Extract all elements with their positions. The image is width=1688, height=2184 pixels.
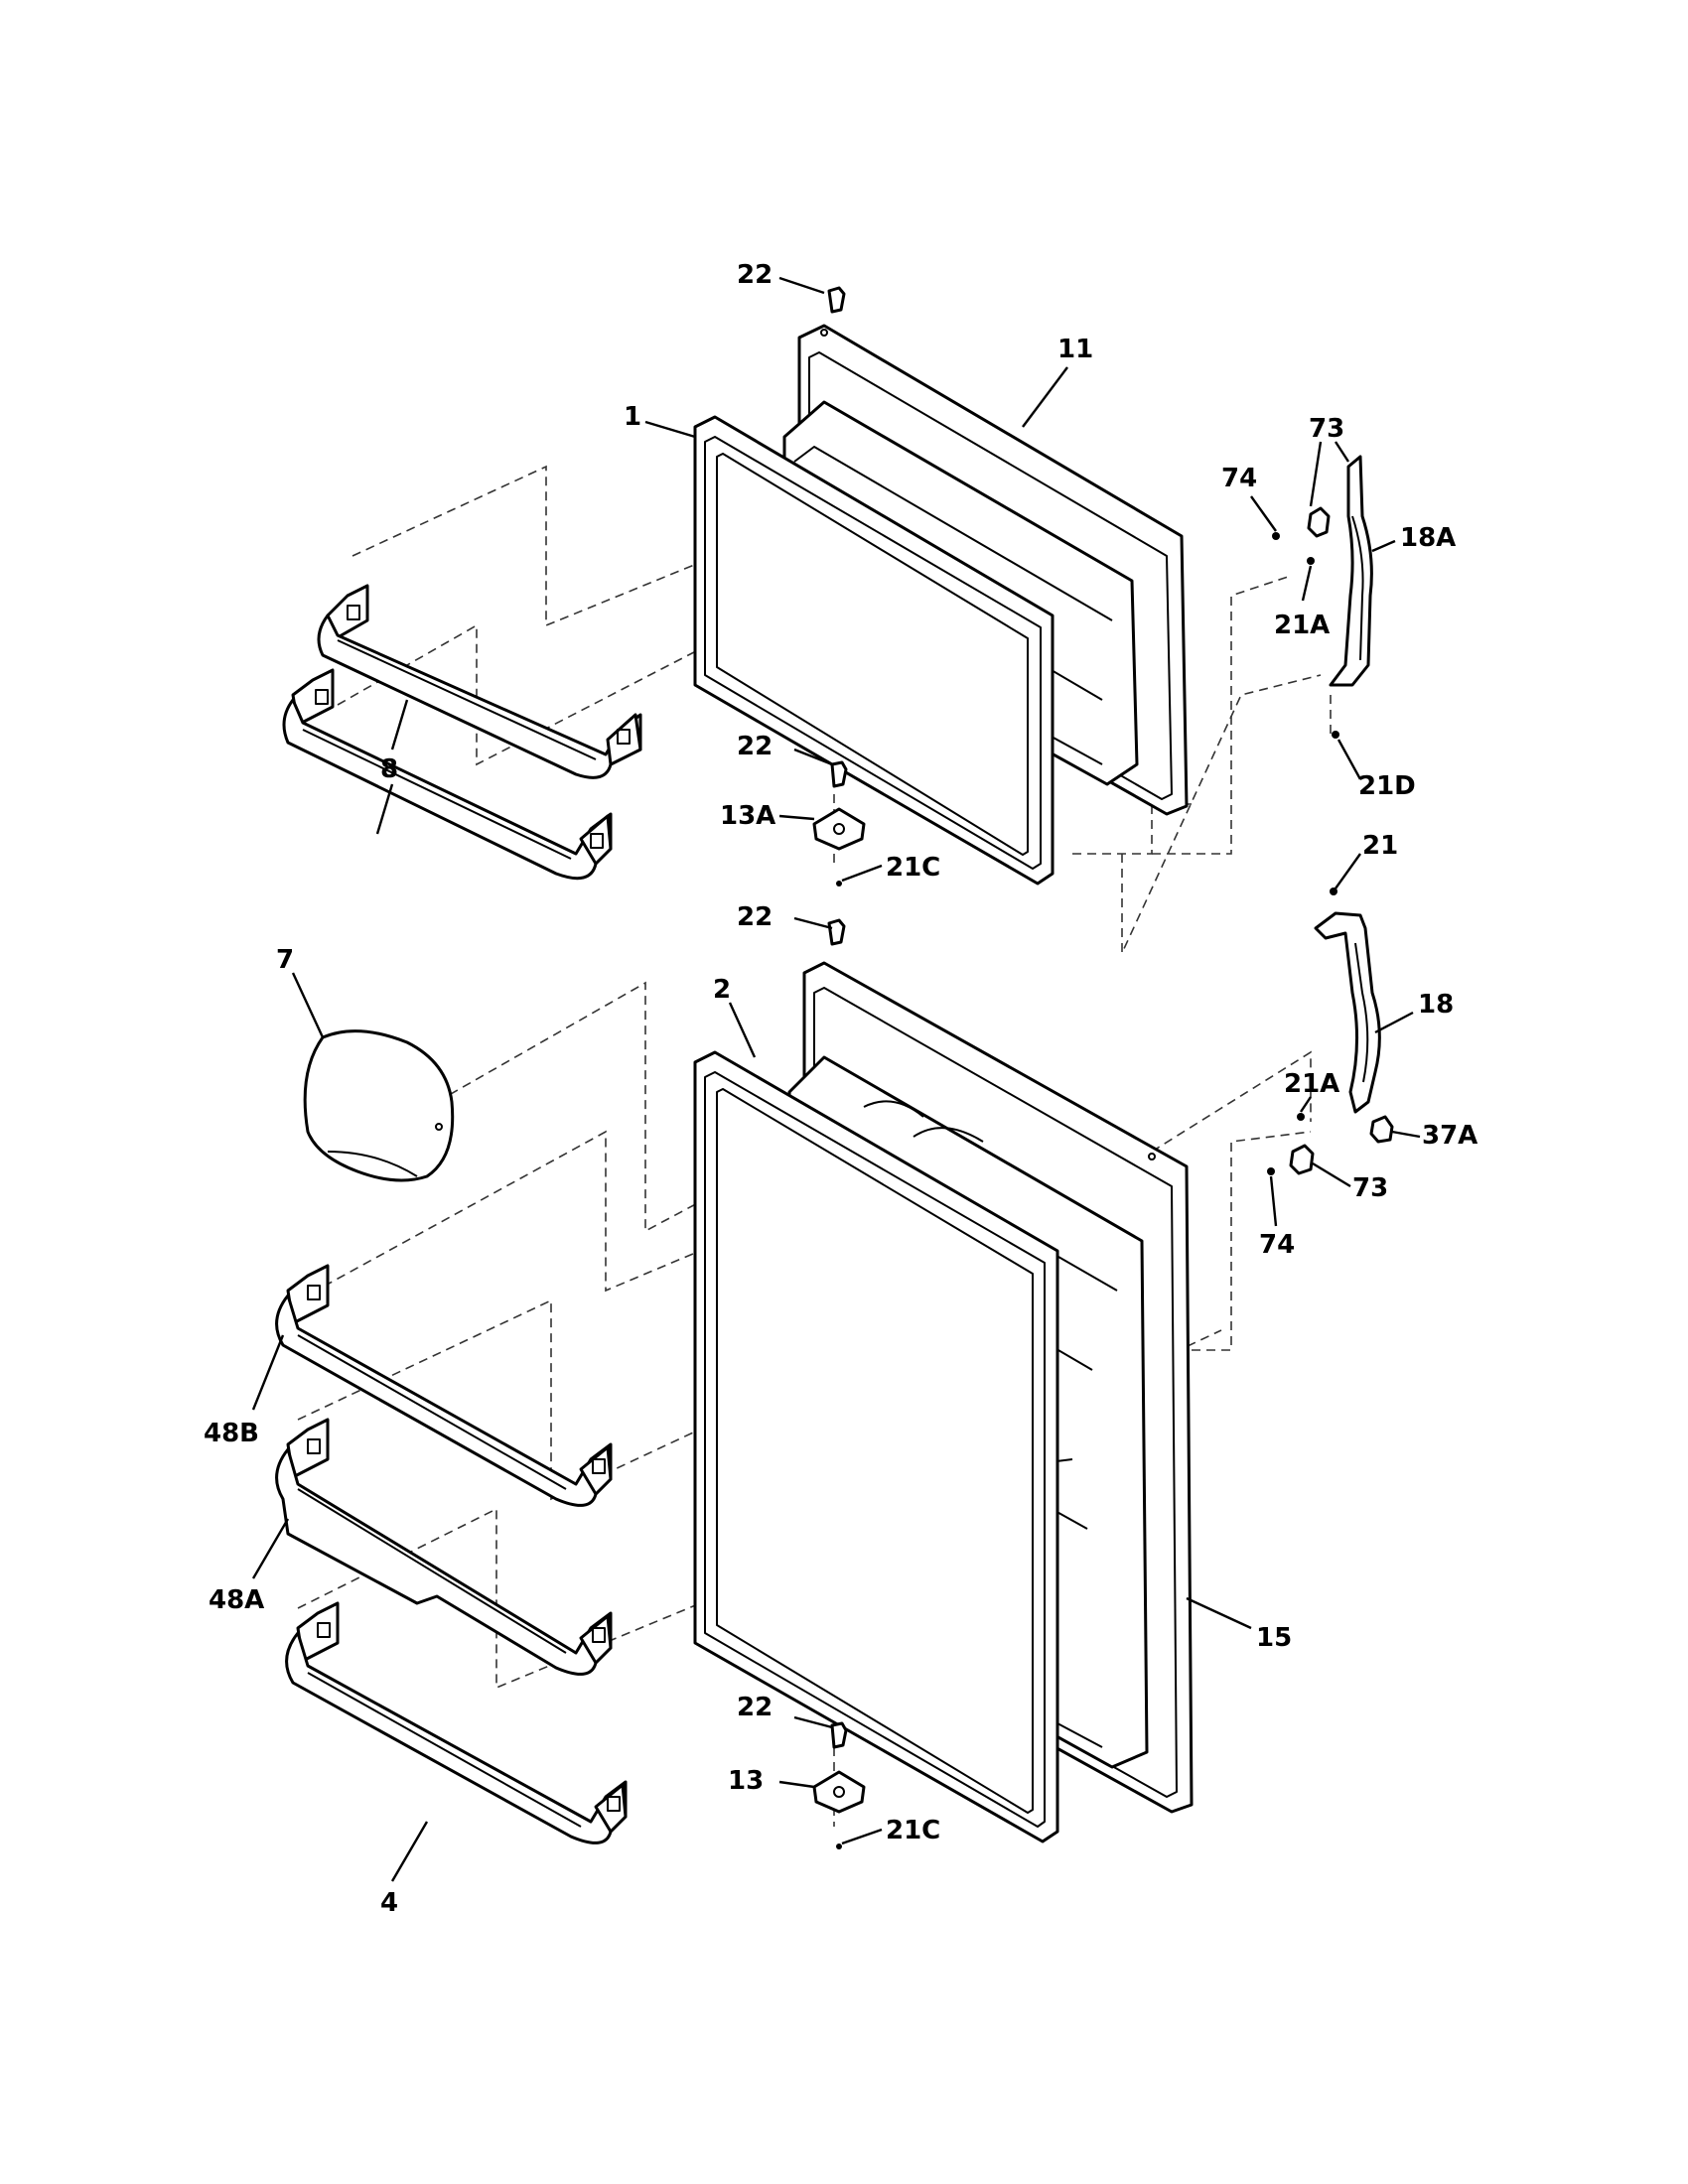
freezer-hinge-plate-13a	[812, 807, 866, 851]
fresh-food-top-hinge-bolt	[827, 918, 846, 946]
screw-74-top	[1272, 532, 1280, 540]
label-21a-top: 21A	[1274, 611, 1330, 640]
label-21d: 21D	[1358, 771, 1416, 801]
fresh-food-hinge-plate-13	[812, 1770, 866, 1814]
screw-74-bottom	[1267, 1167, 1275, 1175]
fresh-food-handle-clip-73	[1289, 1144, 1315, 1175]
freezer-door-shelf-upper	[317, 584, 642, 779]
screw-21a-top	[1307, 557, 1315, 565]
door-shelf-48b	[275, 1264, 613, 1507]
freezer-door-handle	[1329, 455, 1373, 687]
fresh-food-door-handle	[1314, 911, 1381, 1114]
label-4: 4	[380, 1888, 398, 1918]
label-73-bottom: 73	[1352, 1173, 1388, 1203]
freezer-door-shelf-lower	[282, 668, 613, 881]
label-22-bottom: 22	[737, 1693, 773, 1722]
label-11: 11	[1057, 335, 1093, 364]
door-shelf-48a	[275, 1418, 613, 1676]
label-15: 15	[1256, 1623, 1292, 1653]
label-2: 2	[713, 975, 731, 1005]
freezer-top-hinge-bolt	[827, 286, 846, 314]
screw-21c-top	[836, 881, 842, 887]
handle-clip-37a	[1369, 1115, 1394, 1144]
label-1: 1	[624, 402, 641, 432]
label-8: 8	[380, 754, 398, 784]
label-48a: 48A	[209, 1585, 264, 1615]
label-22-upper-hinge: 22	[737, 732, 773, 761]
label-13a: 13A	[720, 801, 775, 831]
label-73-top: 73	[1309, 414, 1344, 444]
label-37a: 37A	[1422, 1121, 1477, 1151]
label-21a-bottom: 21A	[1284, 1069, 1339, 1099]
freezer-handle-clip-73	[1307, 506, 1331, 538]
label-22-mid: 22	[737, 902, 773, 932]
screw-21	[1330, 887, 1337, 895]
dairy-compartment-cover	[303, 1029, 455, 1182]
freezer-gasket	[693, 415, 1055, 886]
label-13: 13	[728, 1766, 764, 1796]
leader-lines	[251, 276, 1421, 1882]
freezer-lower-hinge-bolt	[830, 760, 848, 788]
part-labels: 22 11 1 73 74 18A 21A 8 22 21D 13A 21C 2…	[204, 260, 1477, 1918]
screw-21c-bottom	[836, 1843, 842, 1849]
label-21c-top: 21C	[886, 853, 940, 883]
door-shelf-4	[285, 1601, 628, 1844]
label-74-bottom: 74	[1259, 1230, 1295, 1260]
label-48b: 48B	[204, 1419, 259, 1448]
screw-21a-bottom	[1297, 1113, 1305, 1121]
label-21c-bottom: 21C	[886, 1816, 940, 1845]
label-18: 18	[1418, 990, 1454, 1020]
label-7: 7	[276, 945, 294, 975]
fresh-food-gasket	[693, 1050, 1059, 1843]
label-22-top: 22	[737, 260, 773, 290]
label-21: 21	[1362, 831, 1398, 861]
label-18a: 18A	[1400, 523, 1456, 553]
fresh-food-lower-hinge-bolt	[830, 1721, 848, 1749]
screw-21d	[1332, 731, 1339, 739]
label-74-top: 74	[1221, 464, 1257, 493]
